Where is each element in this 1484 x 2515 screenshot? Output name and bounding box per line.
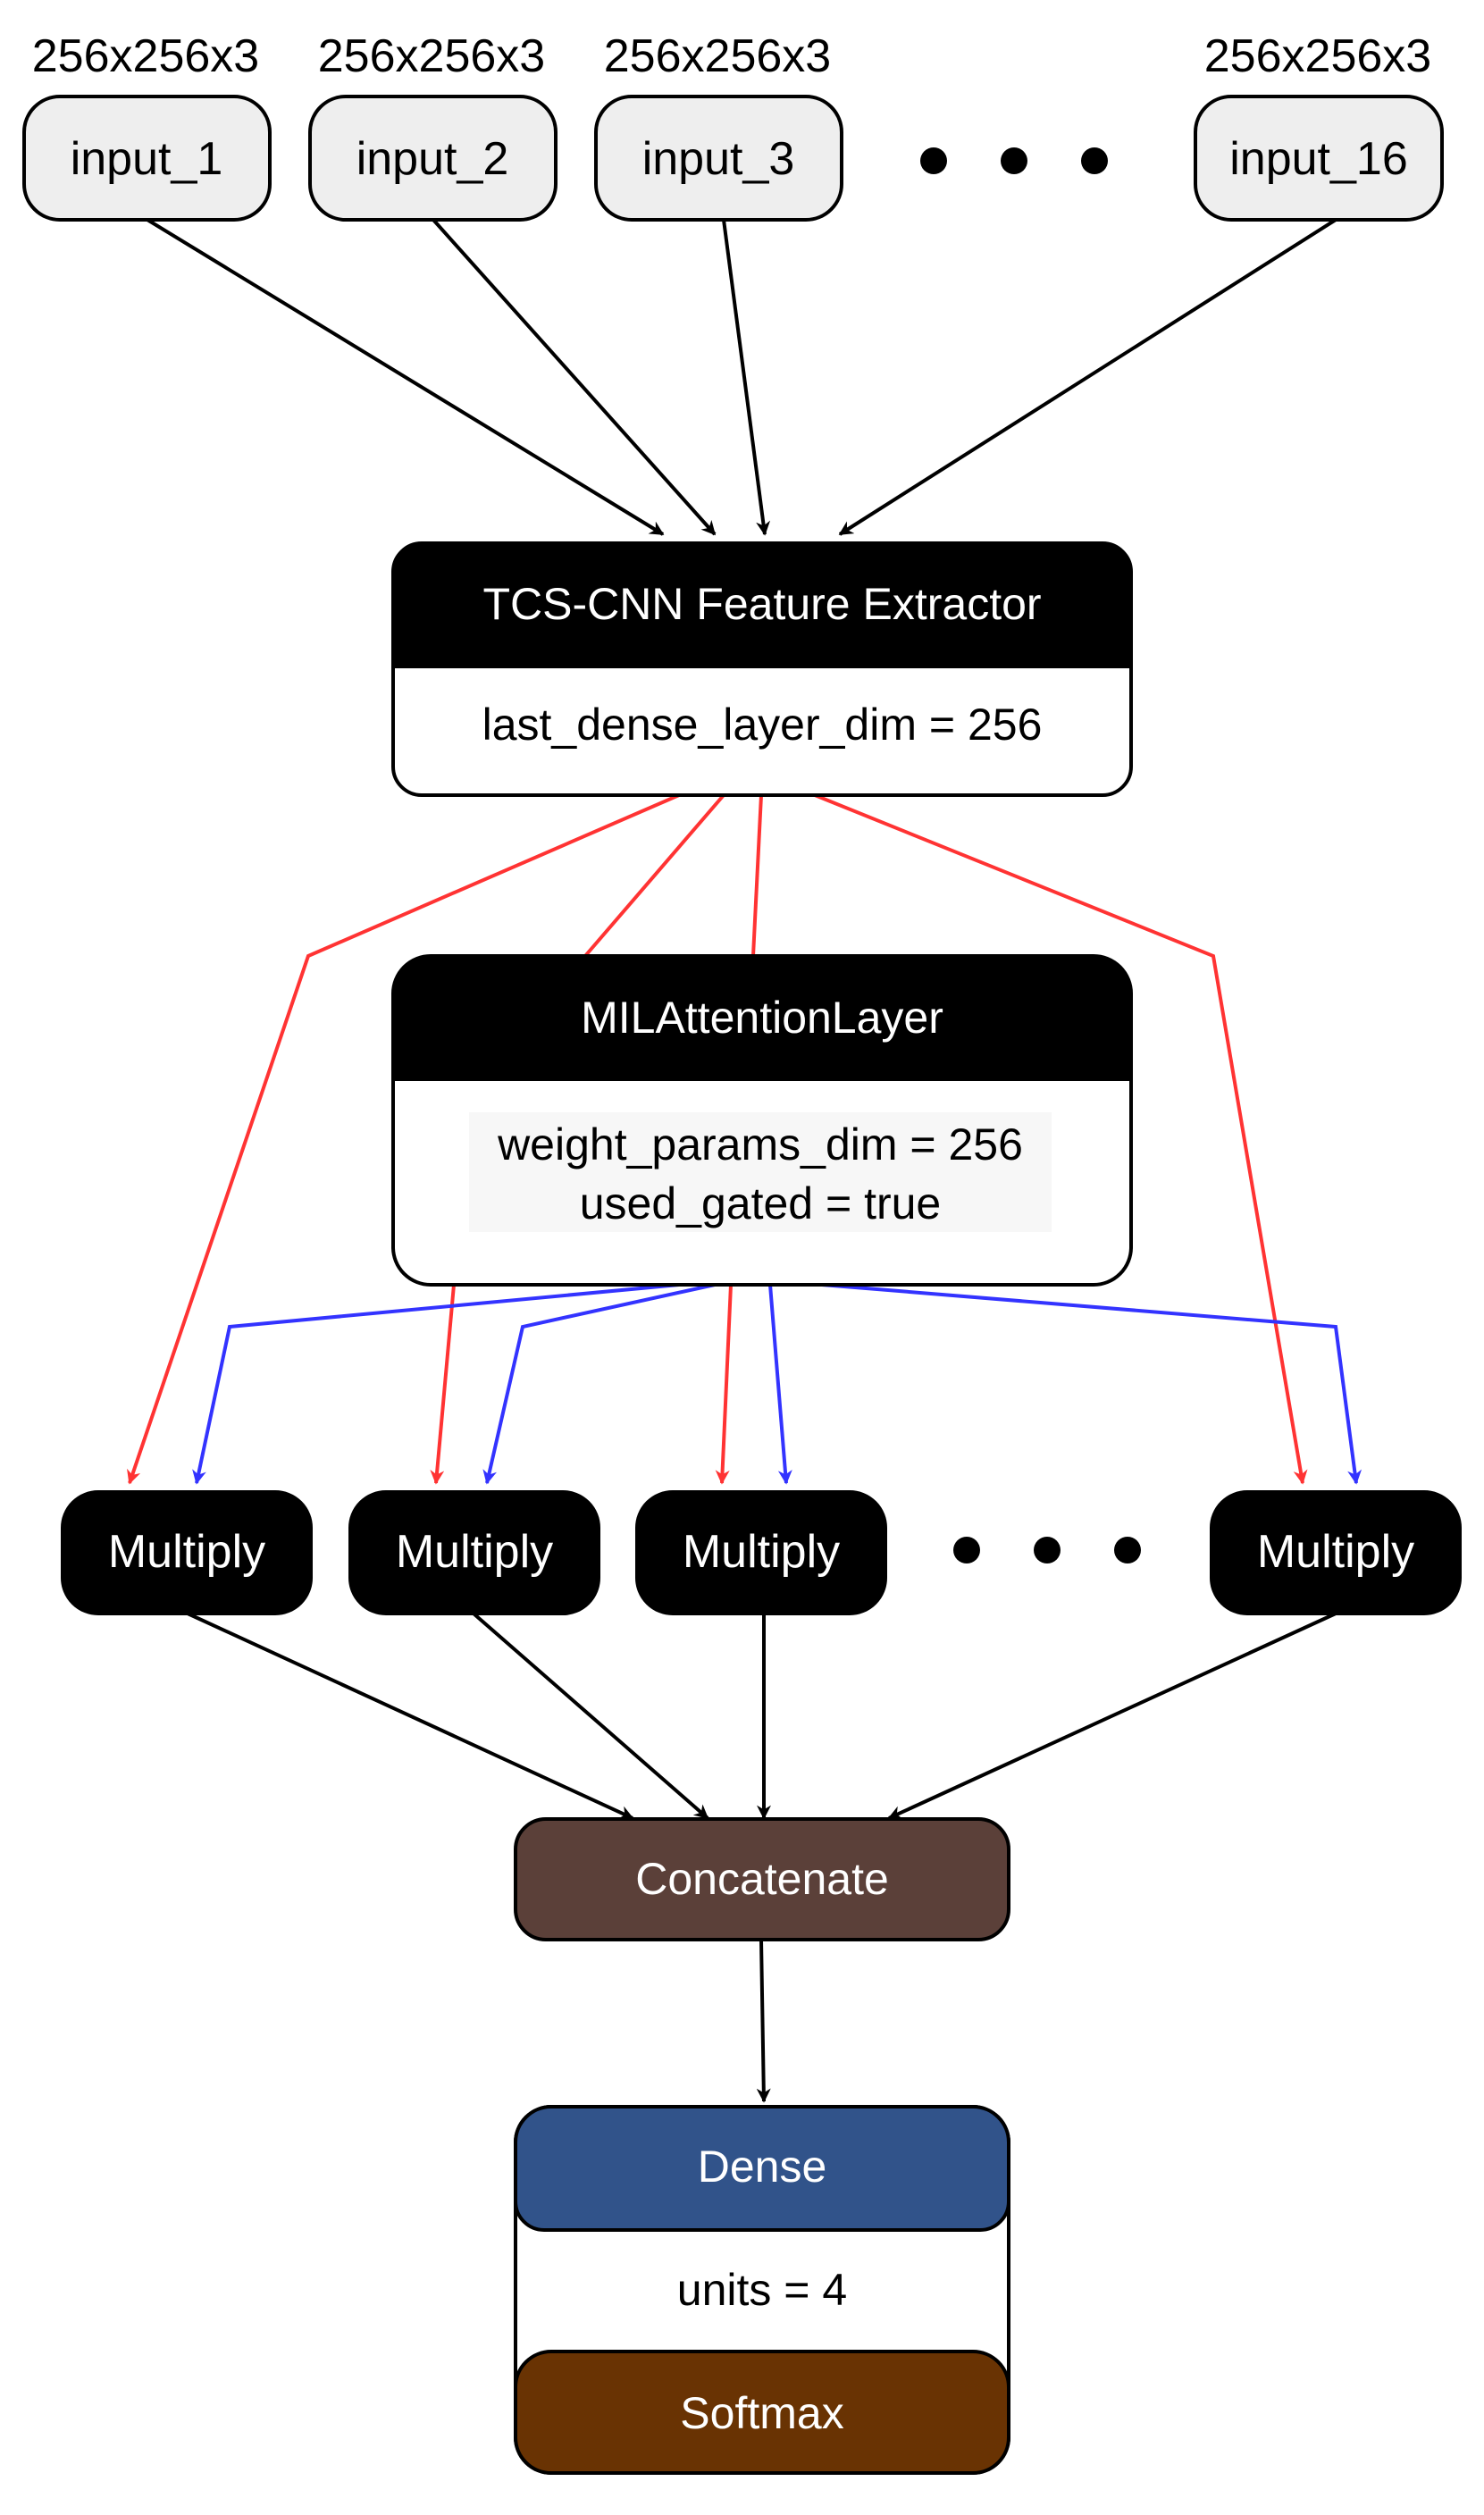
multiply-1-label: Multiply: [108, 1526, 265, 1578]
dense-node[interactable]: Dense units = 4 Softmax: [514, 2105, 1010, 2475]
edge-attention-to-multiply4-blue: [821, 1283, 1362, 1485]
input-1-label: input_1: [71, 133, 223, 185]
edge-attention-to-multiply2-red: [430, 1284, 456, 1485]
input-1-node[interactable]: [22, 95, 272, 222]
feature-extractor-param: last_dense_layer_dim = 256: [482, 700, 1043, 750]
edge-extractor-to-multiply4: [814, 793, 1308, 1485]
input-16-shape: 256x256x3: [1204, 30, 1431, 82]
input-2-node[interactable]: [308, 95, 558, 222]
input-3-label: input_3: [642, 133, 795, 185]
ellipsis-dot: [1001, 147, 1027, 174]
attention-node[interactable]: MILAttentionLayer weight_params_dim = 25…: [391, 954, 1133, 1287]
attention-param-weight: weight_params_dim = 256: [497, 1119, 1023, 1169]
input-3-node[interactable]: [594, 95, 843, 222]
input-3-shape: 256x256x3: [604, 30, 831, 82]
attention-param-background: [469, 1112, 1052, 1232]
input-16-node[interactable]: [1194, 95, 1444, 222]
softmax-footer: [514, 2350, 1010, 2475]
input-ellipsis: [920, 147, 1108, 174]
attention-header: [393, 956, 1131, 1081]
concatenate-label: Concatenate: [635, 1854, 889, 1904]
feature-edges: [127, 793, 1308, 1485]
edge-input1-to-extractor: [146, 218, 665, 536]
attention-edges: [192, 1283, 1362, 1485]
feature-extractor-title: TCS-CNN Feature Extractor: [482, 579, 1041, 629]
feature-extractor-header: [393, 543, 1131, 668]
edge-extractor-to-attention-a: [583, 793, 725, 958]
ellipsis-dot: [1114, 1537, 1141, 1563]
edge-multiply1-to-concat: [187, 1612, 634, 1820]
edge-attention-to-multiply3-blue: [768, 1284, 792, 1485]
multiply-4-label: Multiply: [1257, 1526, 1414, 1578]
multiply-2-node[interactable]: [348, 1490, 600, 1615]
ellipsis-dot: [953, 1537, 980, 1563]
edge-input16-to-extractor: [838, 218, 1337, 536]
concatenate-box: [514, 1817, 1010, 1941]
feature-extractor-node[interactable]: TCS-CNN Feature Extractor last_dense_lay…: [391, 541, 1133, 797]
edge-multiply4-to-concat: [887, 1612, 1337, 1820]
multiply-nodes: Multiply Multiply Multiply Multiply: [61, 1490, 1462, 1615]
input-1-shape: 256x256x3: [32, 30, 259, 82]
multiply-edges: [187, 1612, 1337, 2103]
edge-multiply2-to-concat: [472, 1612, 709, 1820]
input-16-label: input_16: [1229, 133, 1408, 185]
edge-attention-to-multiply1-blue: [192, 1283, 680, 1485]
dense-param: units = 4: [677, 2265, 847, 2315]
edge-concat-to-dense: [756, 1939, 771, 2103]
multiply-1-node[interactable]: [61, 1490, 313, 1615]
multiply-2-label: Multiply: [396, 1526, 553, 1578]
multiply-3-label: Multiply: [683, 1526, 840, 1578]
multiply-4-node[interactable]: [1210, 1490, 1462, 1615]
attention-param-gated: used_gated = true: [580, 1178, 942, 1228]
ellipsis-dot: [1081, 147, 1108, 174]
edge-attention-to-multiply3-red: [715, 1284, 733, 1485]
edge-attention-to-multiply2-blue: [482, 1283, 716, 1485]
edge-input2-to-extractor: [432, 218, 717, 536]
ellipsis-dot: [920, 147, 947, 174]
ellipsis-dot: [1034, 1537, 1061, 1563]
input-2-label: input_2: [356, 133, 509, 185]
input-edges: [146, 218, 1337, 536]
edge-input3-to-extractor: [722, 219, 771, 536]
edge-extractor-to-multiply1: [127, 793, 680, 1485]
attention-title: MILAttentionLayer: [581, 993, 943, 1043]
edge-extractor-to-attention-b: [751, 794, 763, 957]
concatenate-node[interactable]: Concatenate: [514, 1817, 1010, 1941]
input-nodes: 256x256x3 input_1 256x256x3 input_2 256x…: [22, 30, 1444, 222]
multiply-ellipsis: [953, 1537, 1141, 1563]
dense-header: [514, 2105, 1010, 2232]
multiply-3-node[interactable]: [635, 1490, 887, 1615]
input-2-shape: 256x256x3: [318, 30, 545, 82]
softmax-label: Softmax: [680, 2388, 843, 2438]
dense-title: Dense: [698, 2142, 827, 2192]
